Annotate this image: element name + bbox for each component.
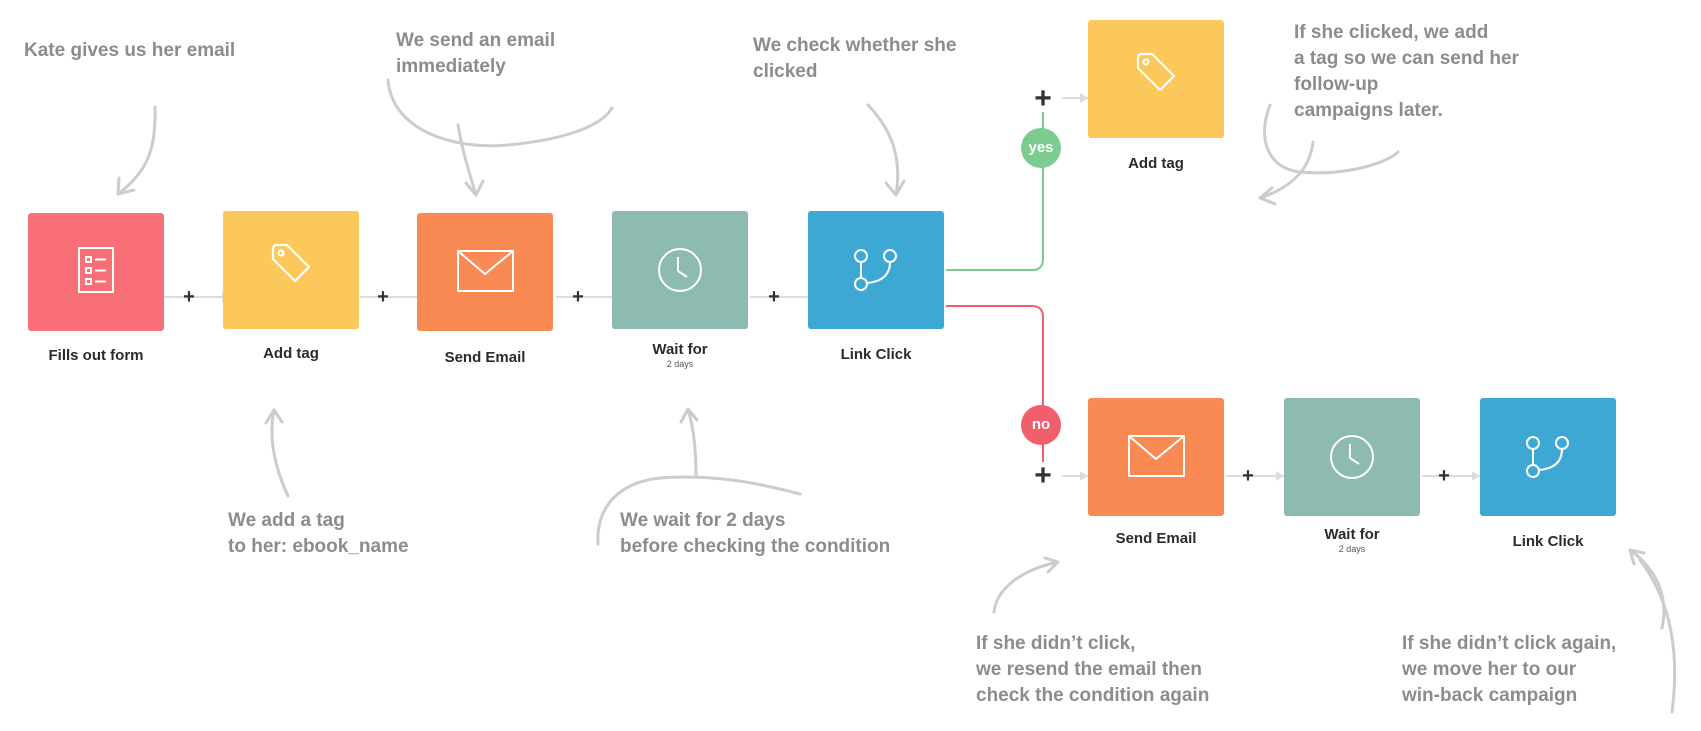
arrowhead bbox=[1276, 471, 1284, 481]
node-label: Wait for bbox=[652, 341, 708, 358]
annotation-line: If she didn’t click, bbox=[976, 633, 1136, 654]
yes-branch-line bbox=[946, 112, 1044, 271]
arrowhead-stroke bbox=[1043, 556, 1060, 574]
annotation-line: follow-up bbox=[1294, 74, 1379, 95]
add-step-button[interactable]: + bbox=[572, 286, 584, 308]
no-send-email-node[interactable] bbox=[1088, 398, 1224, 516]
annotation-line: before checking the condition bbox=[620, 536, 891, 557]
curved-arrow bbox=[456, 123, 478, 197]
annotation-line: We check whether she bbox=[753, 35, 957, 56]
add-step-button[interactable]: + bbox=[768, 286, 780, 308]
add-step-button[interactable]: + bbox=[1034, 459, 1052, 492]
node-label: Send Email bbox=[1115, 530, 1197, 547]
tag-icon bbox=[271, 243, 311, 283]
curved-arrow bbox=[270, 408, 290, 498]
annotation-line: to her: ebook_name bbox=[228, 536, 409, 557]
annotation-line: campaigns later. bbox=[1294, 100, 1443, 121]
curved-arrow bbox=[116, 105, 157, 196]
yes-add-tag-node[interactable] bbox=[1088, 20, 1224, 138]
no-badge: no bbox=[1021, 405, 1061, 445]
node-label: Add tag bbox=[1128, 155, 1184, 172]
curved-arrow bbox=[1628, 548, 1666, 630]
annotation-resend: If she didn’t click, we resend the email… bbox=[976, 631, 1209, 709]
add-tag-node[interactable] bbox=[223, 211, 359, 329]
annotation-line: win-back campaign bbox=[1402, 685, 1578, 706]
add-step-button[interactable]: + bbox=[1438, 465, 1450, 487]
arrowhead-stroke bbox=[264, 408, 284, 425]
curved-stroke bbox=[386, 78, 614, 148]
curved-stroke bbox=[596, 475, 802, 546]
annotation-check: We check whether she clicked bbox=[753, 33, 956, 85]
clock-icon bbox=[1330, 435, 1374, 479]
branch-icon bbox=[1526, 436, 1569, 478]
annotation-line: immediately bbox=[396, 56, 506, 77]
curved-arrow bbox=[992, 560, 1060, 614]
node-label: Send Email bbox=[444, 349, 526, 366]
no-link-click-node[interactable] bbox=[1480, 398, 1616, 516]
annotation-line: Kate gives us her email bbox=[24, 40, 236, 61]
fills-out-form-node[interactable] bbox=[28, 213, 164, 331]
curved-stroke bbox=[1638, 558, 1677, 714]
annotation-winback: If she didn’t click again, we move her t… bbox=[1402, 631, 1616, 709]
curved-arrow bbox=[866, 103, 900, 197]
clock-icon bbox=[658, 248, 702, 292]
node-label: Link Click bbox=[840, 346, 912, 363]
arrowhead bbox=[1080, 471, 1088, 481]
node-sublabel: 2 days bbox=[666, 359, 694, 369]
annotation-line: If she clicked, we add bbox=[1294, 22, 1489, 43]
link-click-node[interactable] bbox=[808, 211, 944, 329]
annotation-tag: We add a tag to her: ebook_name bbox=[228, 508, 409, 560]
annotation-kate: Kate gives us her email bbox=[24, 38, 235, 64]
annotation-yes-branch: If she clicked, we add a tag so we can s… bbox=[1294, 20, 1519, 124]
add-step-button[interactable]: + bbox=[377, 286, 389, 308]
wait-for-node[interactable] bbox=[612, 211, 748, 329]
annotation-send-email: We send an email immediately bbox=[396, 28, 555, 80]
envelope-icon bbox=[1128, 435, 1185, 477]
arrowhead-stroke bbox=[679, 407, 699, 424]
annotation-line: we move her to our bbox=[1402, 659, 1577, 680]
node-label: Fills out form bbox=[48, 347, 144, 364]
yes-badge: yes bbox=[1021, 128, 1061, 168]
node-label: Wait for bbox=[1324, 526, 1380, 543]
arrowhead-stroke bbox=[1628, 548, 1646, 566]
add-step-button[interactable]: + bbox=[183, 286, 195, 308]
no-branch-line bbox=[946, 305, 1044, 462]
arrowhead-stroke bbox=[884, 179, 906, 197]
annotation-line: clicked bbox=[753, 61, 818, 82]
node-label: Link Click bbox=[1512, 533, 1584, 550]
annotation-line: We add a tag bbox=[228, 510, 345, 531]
curved-arrow bbox=[1258, 140, 1315, 200]
annotation-line: check the condition again bbox=[976, 685, 1210, 706]
add-step-button[interactable]: + bbox=[1034, 82, 1052, 115]
send-email-node[interactable] bbox=[417, 213, 553, 331]
add-step-button[interactable]: + bbox=[1242, 465, 1254, 487]
annotation-line: We send an email bbox=[396, 30, 556, 51]
arrowhead bbox=[1472, 471, 1480, 481]
envelope-icon bbox=[457, 250, 514, 292]
annotation-line: we resend the email then bbox=[976, 659, 1202, 680]
arrowhead bbox=[1080, 93, 1088, 103]
arrowhead-stroke bbox=[116, 176, 136, 196]
annotation-line: a tag so we can send her bbox=[1294, 48, 1519, 69]
annotation-line: We wait for 2 days bbox=[620, 510, 786, 531]
form-list-icon bbox=[78, 247, 114, 293]
annotation-line: If she didn’t click again, bbox=[1402, 633, 1617, 654]
arrowhead-stroke bbox=[1258, 186, 1277, 206]
tag-icon bbox=[1136, 52, 1176, 92]
arrowhead-stroke bbox=[464, 179, 485, 197]
branch-icon bbox=[854, 249, 897, 291]
node-sublabel: 2 days bbox=[1338, 544, 1366, 554]
curved-arrow bbox=[686, 407, 698, 478]
annotation-wait: We wait for 2 days before checking the c… bbox=[620, 508, 890, 560]
no-wait-for-node[interactable] bbox=[1284, 398, 1420, 516]
node-label: Add tag bbox=[263, 345, 319, 362]
